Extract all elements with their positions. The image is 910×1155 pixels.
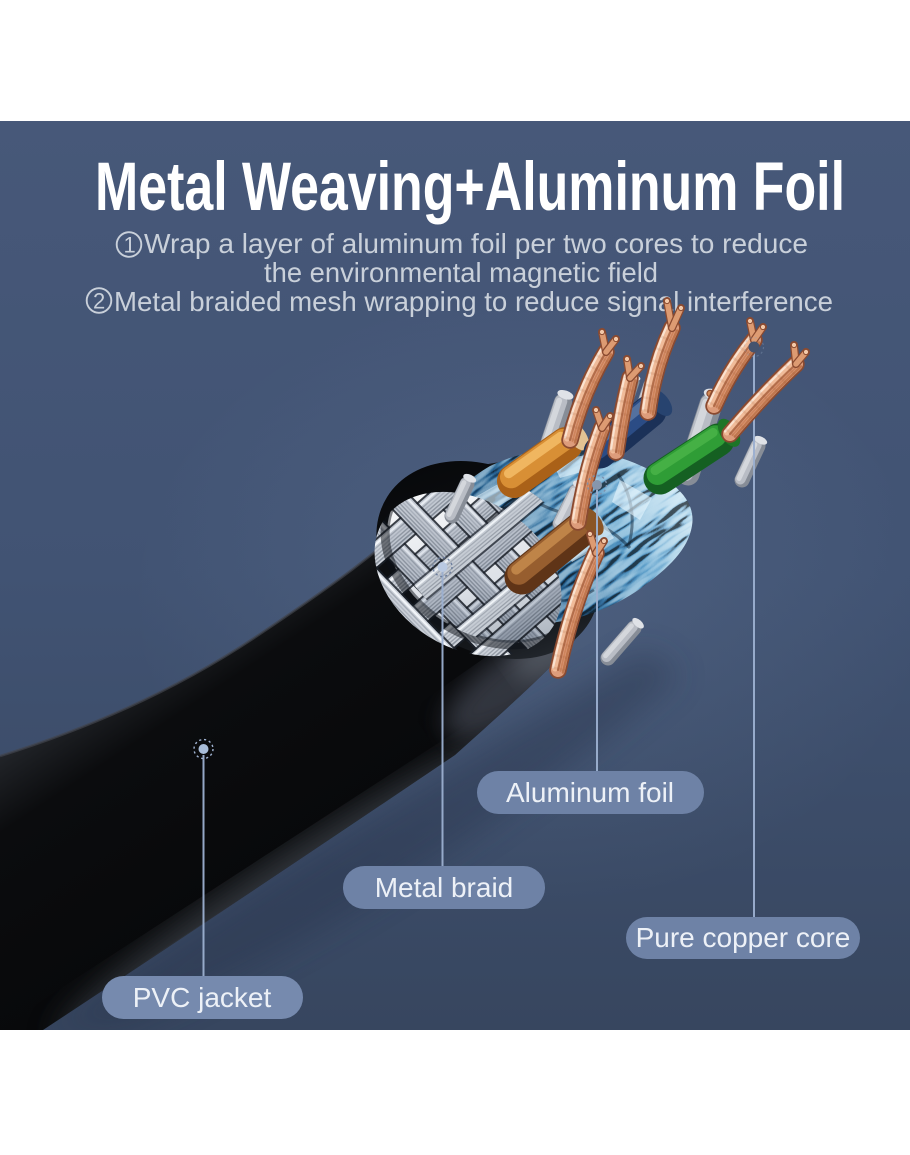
svg-text:Pure copper core: Pure copper core	[636, 922, 851, 953]
svg-text:Metal Weaving+Aluminum Foil: Metal Weaving+Aluminum Foil	[95, 148, 845, 225]
svg-text:1: 1	[124, 233, 136, 258]
svg-text:Metal braided mesh wrapping to: Metal braided mesh wrapping to reduce si…	[114, 286, 833, 317]
svg-text:Aluminum foil: Aluminum foil	[506, 777, 674, 808]
svg-text:Metal braid: Metal braid	[375, 872, 514, 903]
svg-text:the environmental magnetic fie: the environmental magnetic field	[264, 257, 658, 288]
svg-text:Wrap a layer of aluminum foil: Wrap a layer of aluminum foil per two co…	[144, 228, 808, 259]
svg-text:2: 2	[93, 289, 105, 314]
svg-text:PVC jacket: PVC jacket	[133, 982, 272, 1013]
